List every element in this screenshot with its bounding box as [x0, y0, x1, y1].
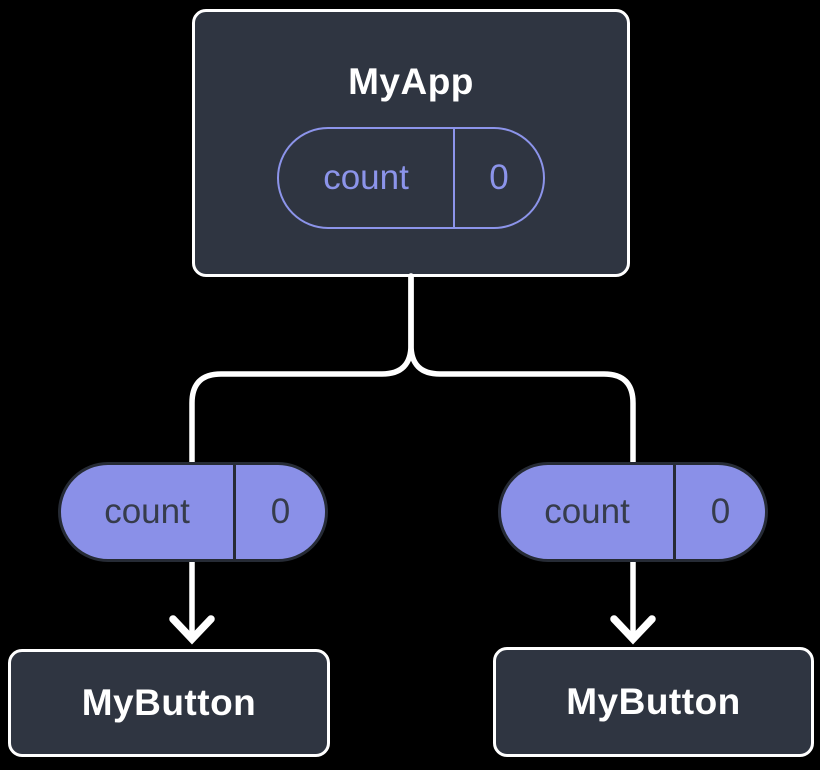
state-name: count — [279, 129, 455, 227]
component-node-mybutton-left: MyButton — [8, 649, 330, 757]
component-node-mybutton-right: MyButton — [493, 647, 814, 757]
prop-value-left: 0 — [270, 492, 291, 531]
component-name-mybutton-right: MyButton — [566, 681, 741, 722]
prop-name-left: count — [61, 465, 236, 559]
prop-value-right: 0 — [710, 492, 731, 531]
arrow-right-head — [610, 615, 656, 645]
branch-line-right — [408, 273, 636, 469]
prop-pill-right: count 0 — [498, 462, 768, 562]
prop-pill-left: count 0 — [58, 462, 328, 562]
prop-name-right: count — [501, 465, 676, 559]
branch-line-left — [189, 273, 414, 469]
component-node-myapp: MyApp count 0 — [192, 9, 630, 277]
component-name-mybutton-left: MyButton — [81, 682, 257, 723]
state-value: 0 — [489, 158, 509, 197]
arrow-left-head — [169, 615, 215, 645]
component-name-myapp: MyApp — [348, 61, 474, 102]
state-pill: count 0 — [277, 127, 545, 229]
